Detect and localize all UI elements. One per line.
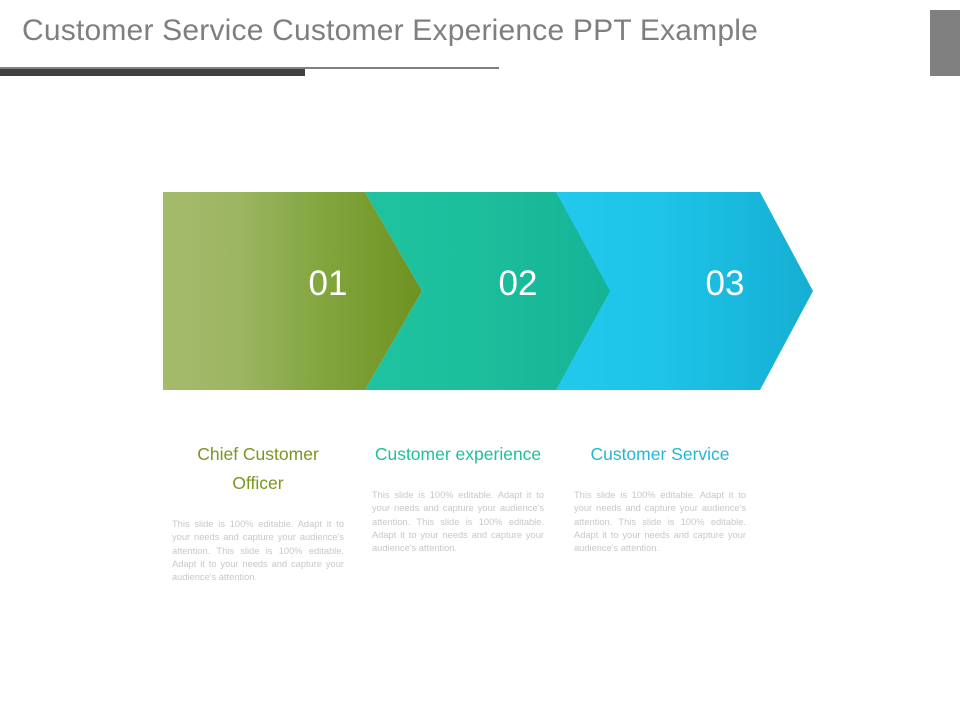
column-heading-3: Customer Service bbox=[590, 444, 730, 464]
content-column-2: Customer experience This slide is 100% e… bbox=[358, 440, 558, 555]
content-column-3: Customer Service This slide is 100% edit… bbox=[560, 440, 760, 555]
column-heading-2: Customer experience bbox=[374, 444, 542, 464]
column-body-1: This slide is 100% editable. Adapt it to… bbox=[172, 519, 344, 583]
chevron-process-banner: 01 02 03 bbox=[163, 192, 813, 392]
title-underline-thin bbox=[0, 67, 499, 69]
segment-number-2: 02 bbox=[498, 264, 538, 303]
segment-number-1: 01 bbox=[308, 264, 348, 303]
chevron-segment-1[interactable] bbox=[163, 192, 422, 390]
title-underline-thick bbox=[0, 69, 305, 76]
slide-title: Customer Service Customer Experience PPT… bbox=[22, 14, 758, 47]
column-body-3: This slide is 100% editable. Adapt it to… bbox=[574, 490, 746, 554]
column-heading-1: Chief Customer Officer bbox=[197, 444, 319, 493]
top-right-accent-block bbox=[930, 10, 960, 76]
column-body-2: This slide is 100% editable. Adapt it to… bbox=[372, 490, 544, 554]
segment-number-3: 03 bbox=[705, 264, 745, 303]
content-column-1: Chief Customer Officer This slide is 100… bbox=[158, 440, 358, 584]
